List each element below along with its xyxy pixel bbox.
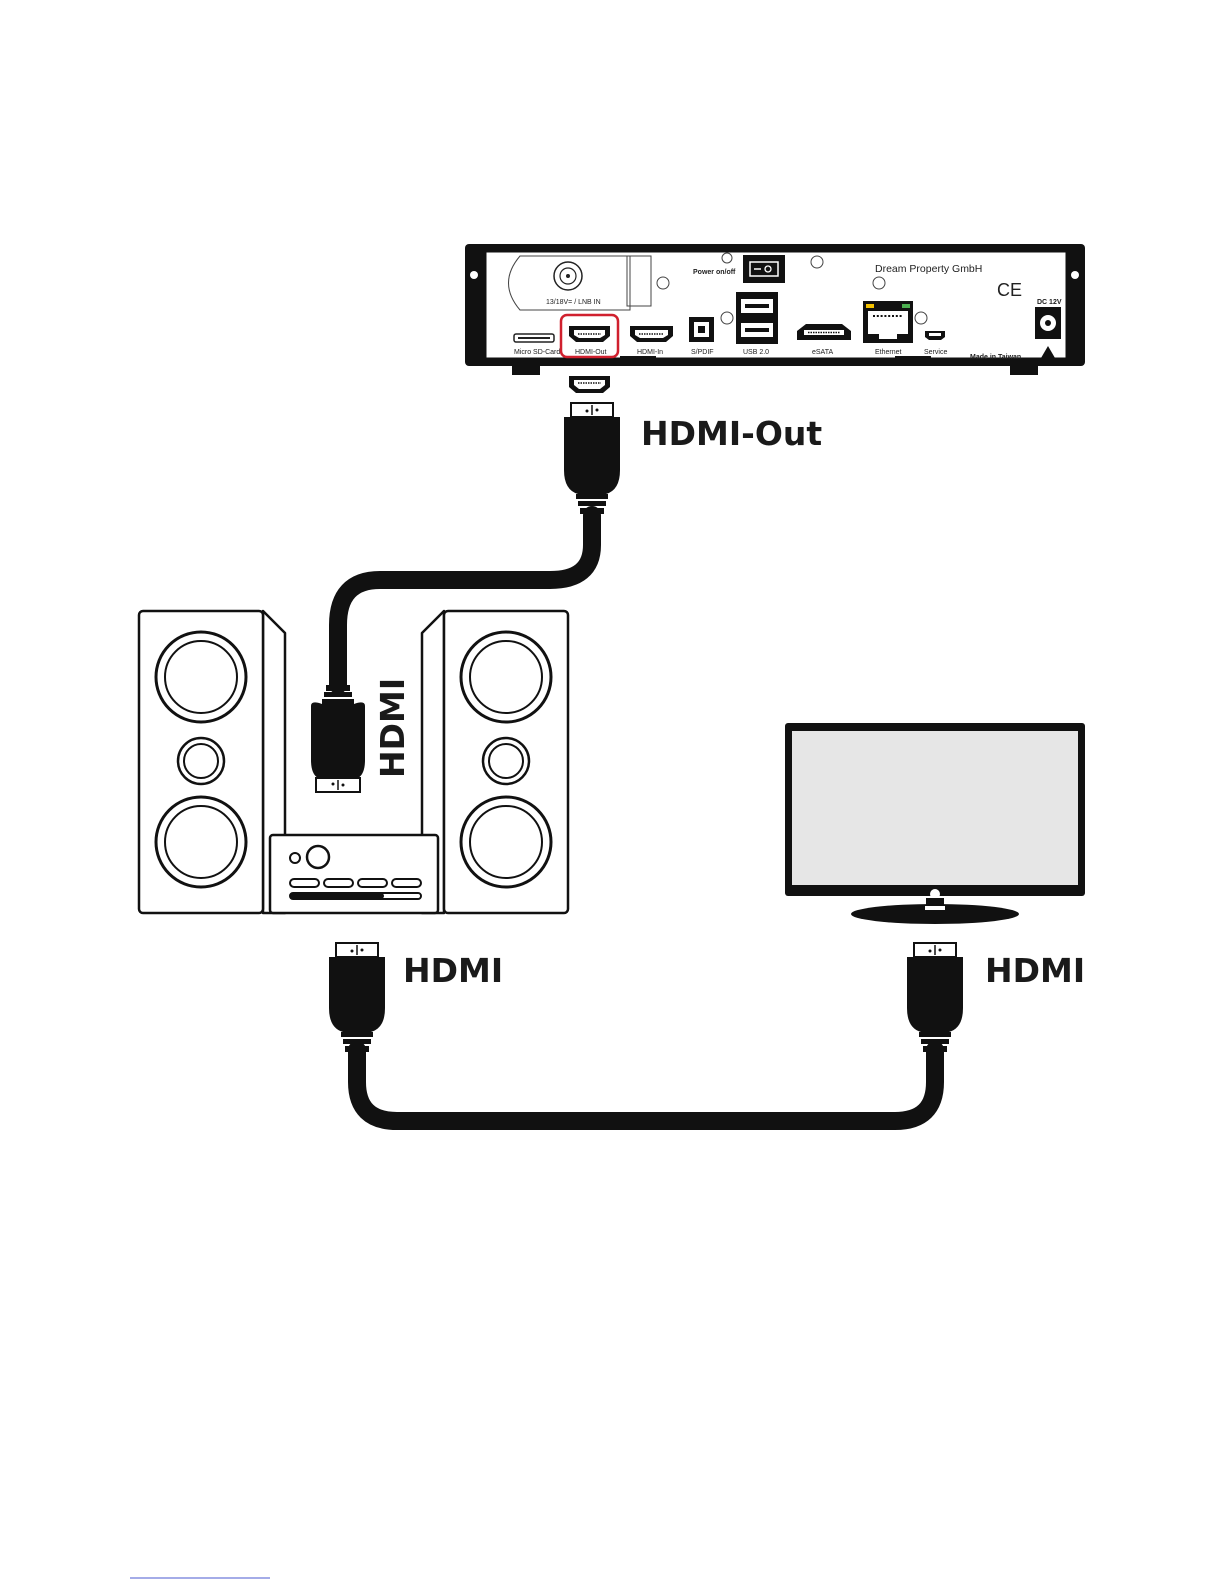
speaker-right (422, 611, 568, 913)
cable-line (357, 1050, 935, 1121)
port-label-esata: eSATA (812, 349, 833, 356)
origin-label: Made in Taiwan (970, 354, 1021, 361)
hdmi-in-port-icon (630, 326, 673, 342)
tv-screen (792, 731, 1078, 885)
ce-mark: CE (997, 280, 1022, 300)
hdmi-vertical-label: HDMI (373, 678, 412, 778)
power-label: Power on/off (693, 269, 736, 276)
hdmi-left-label: HDMI (403, 951, 503, 990)
mount-hole-right (1071, 271, 1079, 279)
port-label-ethernet: Ethernet (875, 349, 902, 356)
port-label-usb: USB 2.0 (743, 349, 769, 356)
television (785, 723, 1085, 924)
port-label-service: Service (924, 349, 947, 356)
brand-label: Dream Property GmbH (875, 263, 982, 275)
dc-label: DC 12V (1037, 299, 1062, 306)
port-label-hdmi-in: HDMI-In (637, 349, 663, 356)
hdmi-out-port-icon (569, 326, 610, 342)
port-label-microsd: Micro SD-Card (514, 349, 560, 356)
port-label-spdif: S/PDIF (691, 349, 714, 356)
speaker-left (139, 611, 285, 913)
hdmi-plug-left-icon (329, 943, 385, 1052)
usb-port-icon (736, 292, 778, 344)
port-label-hdmi-out: HDMI-Out (575, 349, 607, 356)
lnb-connector-icon (554, 262, 582, 290)
ethernet-port-icon (863, 301, 913, 343)
power-switch (743, 255, 785, 283)
mount-hole-left (470, 271, 478, 279)
hdmi-out-label: HDMI-Out (641, 414, 822, 453)
hdmi-plug-upper-icon (564, 403, 620, 514)
tv-power-indicator (930, 889, 940, 899)
hdmi-right-label: HDMI (985, 951, 1085, 990)
hdmi-plug-right-icon (907, 943, 963, 1052)
dc-jack (1035, 307, 1061, 339)
amplifier-unit (270, 835, 438, 913)
casing-notch (620, 356, 656, 362)
lnb-label: 13/18V= / LNB IN (546, 299, 601, 306)
service-port-icon (925, 331, 945, 340)
receiver-rear-panel: 13/18V= / LNB IN Power on/off Dream Prop… (465, 244, 1085, 375)
esata-port-icon (797, 324, 851, 340)
spdif-port-icon (689, 317, 714, 342)
hdmi-plug-tip-icon (569, 376, 610, 393)
casing-notch (895, 356, 931, 362)
hdmi-plug-speaker-icon (311, 685, 365, 792)
volume-knob-icon (307, 846, 329, 868)
